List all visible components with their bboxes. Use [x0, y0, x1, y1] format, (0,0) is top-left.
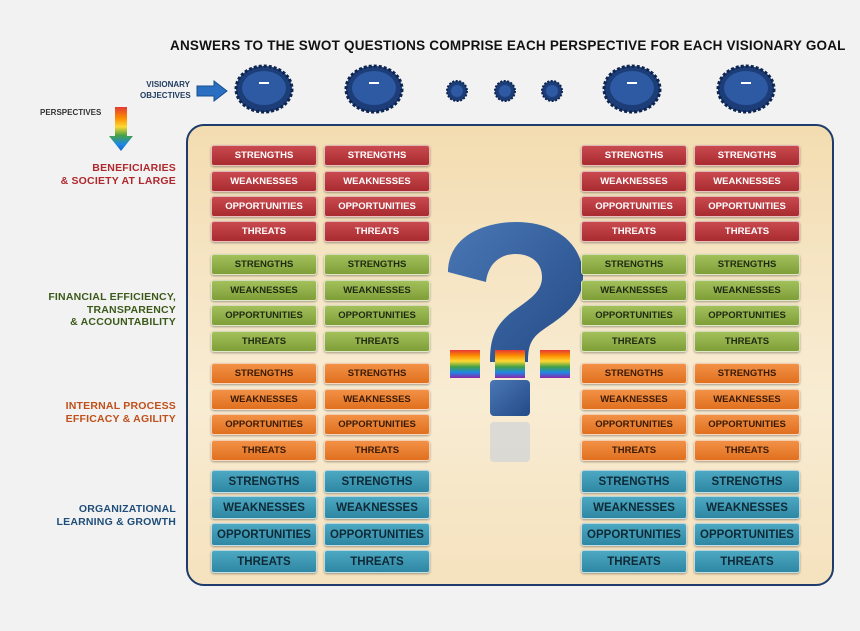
swot-opportunities-button[interactable]: OPPORTUNITIES	[211, 414, 317, 435]
rainbow-square-icon	[495, 350, 525, 378]
swot-threats-button[interactable]: THREATS	[211, 331, 317, 352]
swot-strengths-button[interactable]: STRENGTHS	[324, 254, 430, 275]
swot-strengths-button[interactable]: STRENGTHS	[694, 470, 800, 493]
swot-strengths-button[interactable]: STRENGTHS	[694, 363, 800, 384]
gear-icon	[716, 64, 776, 114]
gear-icon	[602, 64, 662, 114]
swot-opportunities-button[interactable]: OPPORTUNITIES	[324, 305, 430, 326]
swot-threats-button[interactable]: THREATS	[324, 440, 430, 461]
swot-strengths-button[interactable]: STRENGTHS	[581, 470, 687, 493]
visionary-objectives-text: VISIONARY OBJECTIVES	[140, 80, 191, 100]
swot-weaknesses-button[interactable]: WEAKNESSES	[211, 389, 317, 410]
swot-opportunities-button[interactable]: OPPORTUNITIES	[694, 414, 800, 435]
swot-opportunities-button[interactable]: OPPORTUNITIES	[694, 305, 800, 326]
swot-strengths-button[interactable]: STRENGTHS	[581, 363, 687, 384]
swot-opportunities-button[interactable]: OPPORTUNITIES	[211, 305, 317, 326]
swot-strengths-button[interactable]: STRENGTHS	[211, 145, 317, 166]
swot-weaknesses-button[interactable]: WEAKNESSES	[211, 496, 317, 519]
swot-threats-button[interactable]: THREATS	[694, 331, 800, 352]
visionary-objectives-label: VISIONARY OBJECTIVES	[118, 79, 191, 101]
swot-threats-button[interactable]: THREATS	[324, 331, 430, 352]
swot-weaknesses-button[interactable]: WEAKNESSES	[694, 389, 800, 410]
page-title: ANSWERS TO THE SWOT QUESTIONS COMPRISE E…	[170, 38, 846, 53]
swot-strengths-button[interactable]: STRENGTHS	[211, 254, 317, 275]
swot-weaknesses-button[interactable]: WEAKNESSES	[324, 496, 430, 519]
swot-strengths-button[interactable]: STRENGTHS	[211, 470, 317, 493]
swot-weaknesses-button[interactable]: WEAKNESSES	[324, 389, 430, 410]
rainbow-arrow-down-icon	[109, 107, 133, 151]
perspective-label-internal: INTERNAL PROCESS EFFICACY & AGILITY	[16, 400, 176, 425]
perspective-line: & ACCOUNTABILITY	[70, 316, 176, 328]
perspective-line: FINANCIAL EFFICIENCY,	[48, 291, 176, 303]
perspective-line: & SOCIETY AT LARGE	[60, 174, 176, 187]
swot-strengths-button[interactable]: STRENGTHS	[581, 145, 687, 166]
swot-opportunities-button[interactable]: OPPORTUNITIES	[581, 523, 687, 546]
swot-threats-button[interactable]: THREATS	[581, 550, 687, 573]
swot-strengths-button[interactable]: STRENGTHS	[694, 254, 800, 275]
swot-threats-button[interactable]: THREATS	[324, 221, 430, 242]
arrow-right-icon	[196, 80, 228, 102]
perspective-label-beneficiaries: BENEFICIARIES & SOCIETY AT LARGE	[16, 162, 176, 187]
swot-threats-button[interactable]: THREATS	[694, 550, 800, 573]
swot-opportunities-button[interactable]: OPPORTUNITIES	[694, 196, 800, 217]
swot-strengths-button[interactable]: STRENGTHS	[324, 470, 430, 493]
swot-opportunities-button[interactable]: OPPORTUNITIES	[324, 523, 430, 546]
small-gear-icon	[494, 80, 516, 102]
swot-threats-button[interactable]: THREATS	[324, 550, 430, 573]
swot-strengths-button[interactable]: STRENGTHS	[324, 145, 430, 166]
swot-weaknesses-button[interactable]: WEAKNESSES	[324, 171, 430, 192]
swot-opportunities-button[interactable]: OPPORTUNITIES	[581, 414, 687, 435]
swot-opportunities-button[interactable]: OPPORTUNITIES	[694, 523, 800, 546]
perspective-line: ORGANIZATIONAL	[78, 503, 176, 515]
swot-weaknesses-button[interactable]: WEAKNESSES	[211, 280, 317, 301]
swot-weaknesses-button[interactable]: WEAKNESSES	[694, 280, 800, 301]
perspective-label-financial: FINANCIAL EFFICIENCY, TRANSPARENCY & ACC…	[16, 291, 176, 329]
swot-opportunities-button[interactable]: OPPORTUNITIES	[211, 196, 317, 217]
swot-weaknesses-button[interactable]: WEAKNESSES	[211, 171, 317, 192]
perspective-line: LEARNING & GROWTH	[56, 515, 176, 528]
swot-strengths-button[interactable]: STRENGTHS	[211, 363, 317, 384]
swot-threats-button[interactable]: THREATS	[694, 221, 800, 242]
small-gear-icon	[446, 80, 468, 102]
rainbow-square-icon	[540, 350, 570, 378]
perspective-line: BENEFICIARIES	[92, 162, 176, 174]
swot-opportunities-button[interactable]: OPPORTUNITIES	[324, 414, 430, 435]
swot-weaknesses-button[interactable]: WEAKNESSES	[581, 171, 687, 192]
swot-opportunities-button[interactable]: OPPORTUNITIES	[324, 196, 430, 217]
perspective-label-learning: ORGANIZATIONAL LEARNING & GROWTH	[16, 503, 176, 528]
swot-weaknesses-button[interactable]: WEAKNESSES	[324, 280, 430, 301]
swot-threats-button[interactable]: THREATS	[581, 440, 687, 461]
question-mark-icon	[448, 222, 583, 462]
swot-threats-button[interactable]: THREATS	[211, 550, 317, 573]
swot-weaknesses-button[interactable]: WEAKNESSES	[581, 389, 687, 410]
gear-icon	[344, 64, 404, 114]
swot-threats-button[interactable]: THREATS	[211, 221, 317, 242]
perspective-line: EFFICACY & AGILITY	[65, 412, 176, 425]
small-gear-icon	[541, 80, 563, 102]
perspectives-label: PERSPECTIVES	[40, 108, 102, 117]
perspective-line: INTERNAL PROCESS	[65, 400, 176, 412]
swot-weaknesses-button[interactable]: WEAKNESSES	[694, 171, 800, 192]
swot-strengths-button[interactable]: STRENGTHS	[324, 363, 430, 384]
swot-opportunities-button[interactable]: OPPORTUNITIES	[581, 196, 687, 217]
swot-threats-button[interactable]: THREATS	[581, 331, 687, 352]
swot-strengths-button[interactable]: STRENGTHS	[581, 254, 687, 275]
swot-opportunities-button[interactable]: OPPORTUNITIES	[211, 523, 317, 546]
swot-weaknesses-button[interactable]: WEAKNESSES	[694, 496, 800, 519]
gear-icon	[234, 64, 294, 114]
swot-weaknesses-button[interactable]: WEAKNESSES	[581, 280, 687, 301]
swot-opportunities-button[interactable]: OPPORTUNITIES	[581, 305, 687, 326]
swot-threats-button[interactable]: THREATS	[581, 221, 687, 242]
swot-weaknesses-button[interactable]: WEAKNESSES	[581, 496, 687, 519]
rainbow-square-icon	[450, 350, 480, 378]
swot-threats-button[interactable]: THREATS	[211, 440, 317, 461]
swot-threats-button[interactable]: THREATS	[694, 440, 800, 461]
perspective-line: TRANSPARENCY	[86, 303, 176, 316]
swot-strengths-button[interactable]: STRENGTHS	[694, 145, 800, 166]
